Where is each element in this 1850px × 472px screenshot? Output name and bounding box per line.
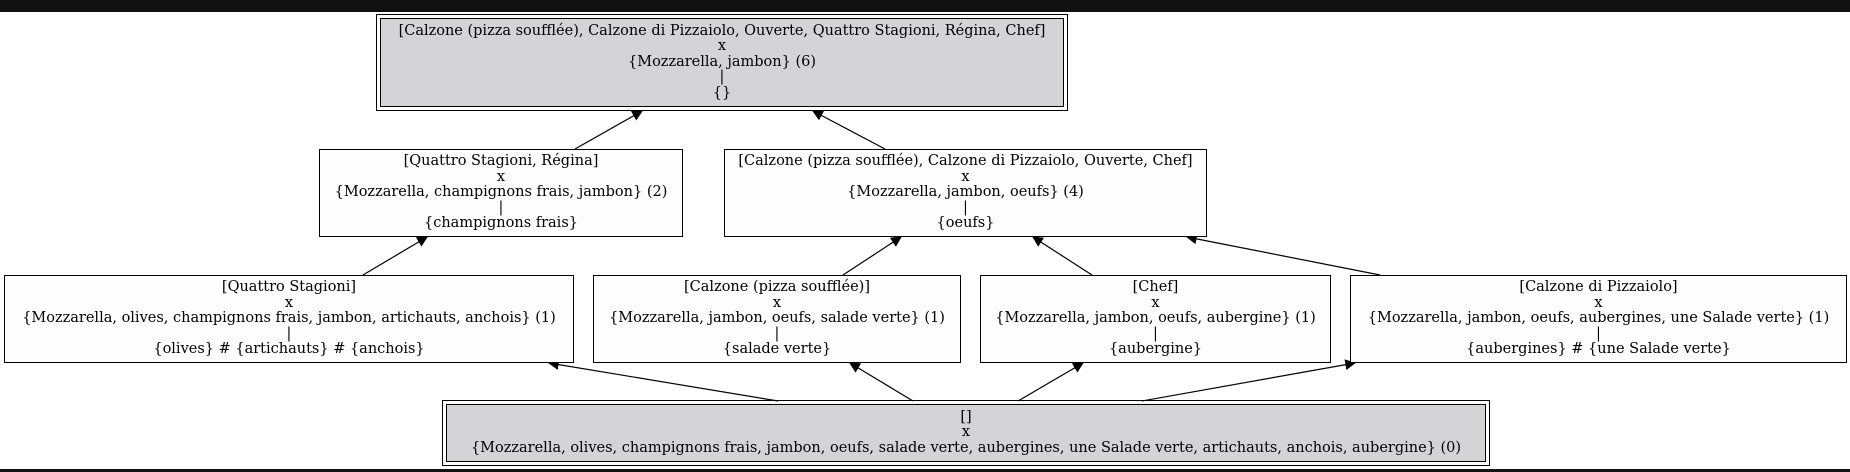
concept-intent: {Mozzarella, jambon, oeufs, aubergines, … xyxy=(1367,310,1830,327)
concept-extent: [Chef] xyxy=(1132,279,1179,296)
concept-own-attributes: {aubergines} # {une Salade verte} xyxy=(1466,341,1731,358)
concept-node-bottom: [] x {Mozzarella, olives, champignons fr… xyxy=(442,400,1490,466)
concept-extent: [Calzone di Pizzaiolo] xyxy=(1519,279,1678,296)
edge-calzone-souffle-to-calzones-chef xyxy=(842,236,902,276)
concept-intent: {Mozzarella, olives, champignons frais, … xyxy=(22,310,556,327)
concept-separator: x xyxy=(284,294,294,311)
edge-calzones-chef-to-top xyxy=(812,110,886,150)
concept-bar: | xyxy=(963,199,968,216)
concept-separator: x xyxy=(772,294,782,311)
concept-extent: [Calzone (pizza soufflée), Calzone di Pi… xyxy=(738,153,1193,170)
concept-separator: x xyxy=(961,168,970,185)
concept-intent: {Mozzarella, champignons frais, jambon} … xyxy=(334,184,668,201)
concept-own-attributes: {champignons frais} xyxy=(424,215,578,232)
concept-node-quattro-stagioni: [Quattro Stagioni] x {Mozzarella, olives… xyxy=(4,275,574,363)
edge-qs-regina-to-top xyxy=(574,110,643,150)
window-top-bar xyxy=(0,0,1850,12)
edge-qs-to-qs-regina xyxy=(362,236,428,276)
edge-chef-to-calzones-chef xyxy=(1032,236,1093,276)
concept-intent: {Mozzarella, jambon, oeufs} (4) xyxy=(847,184,1084,201)
concept-bar: | xyxy=(719,69,725,86)
concept-node-calzones-chef: [Calzone (pizza soufflée), Calzone di Pi… xyxy=(724,149,1207,237)
window-bottom-edge xyxy=(0,469,1850,472)
concept-separator: x xyxy=(1151,294,1160,311)
concept-extent: [Calzone (pizza soufflée)] xyxy=(684,279,870,296)
concept-intent: {Mozzarella, olives, champignons frais, … xyxy=(470,439,1462,456)
concept-own-attributes: {} xyxy=(712,84,732,101)
concept-intent: {Mozzarella, jambon, oeufs, aubergine} (… xyxy=(995,310,1316,327)
concept-node-chef: [Chef] x {Mozzarella, jambon, oeufs, aub… xyxy=(980,275,1331,363)
concept-node-calzone-souffle: [Calzone (pizza soufflée)] x {Mozzarella… xyxy=(593,275,961,363)
edge-bottom-to-qs xyxy=(547,359,779,402)
concept-extent: [] xyxy=(960,408,972,425)
edge-bottom-to-chef xyxy=(1017,362,1084,402)
concept-extent: [Calzone (pizza soufflée), Calzone di Pi… xyxy=(398,22,1046,39)
concept-bar: | xyxy=(1596,325,1601,342)
concept-intent: {Mozzarella, jambon} (6) xyxy=(628,53,816,70)
edge-bottom-to-calzone-pizzaiolo xyxy=(1141,359,1357,402)
edge-bottom-to-calzone-souffle xyxy=(849,362,914,402)
concept-intent: {Mozzarella, jambon, oeufs, salade verte… xyxy=(609,310,945,327)
concept-bar: | xyxy=(1153,325,1158,342)
concept-separator: x xyxy=(717,38,727,55)
concept-node-calzone-pizzaiolo: [Calzone di Pizzaiolo] x {Mozzarella, ja… xyxy=(1350,275,1847,363)
concept-node-top: [Calzone (pizza soufflée), Calzone di Pi… xyxy=(376,14,1068,111)
concept-separator: x xyxy=(1594,294,1603,311)
concept-bar: | xyxy=(774,325,780,342)
concept-extent: [Quattro Stagioni] xyxy=(221,279,357,296)
concept-bar: | xyxy=(286,325,292,342)
concept-separator: x xyxy=(496,168,506,185)
concept-bar: | xyxy=(498,199,504,216)
concept-node-qs-regina: [Quattro Stagioni, Régina] x {Mozzarella… xyxy=(319,149,683,237)
concept-own-attributes: {oeufs} xyxy=(936,215,995,232)
concept-own-attributes: {aubergine} xyxy=(1108,341,1203,358)
concept-separator: x xyxy=(961,424,971,441)
concept-own-attributes: {olives} # {artichauts} # {anchois} xyxy=(153,341,425,358)
concept-extent: [Quattro Stagioni, Régina] xyxy=(403,153,599,170)
edge-calzone-pizzaiolo-to-calzones-chef xyxy=(1185,233,1381,276)
concept-own-attributes: {salade verte} xyxy=(722,341,832,358)
